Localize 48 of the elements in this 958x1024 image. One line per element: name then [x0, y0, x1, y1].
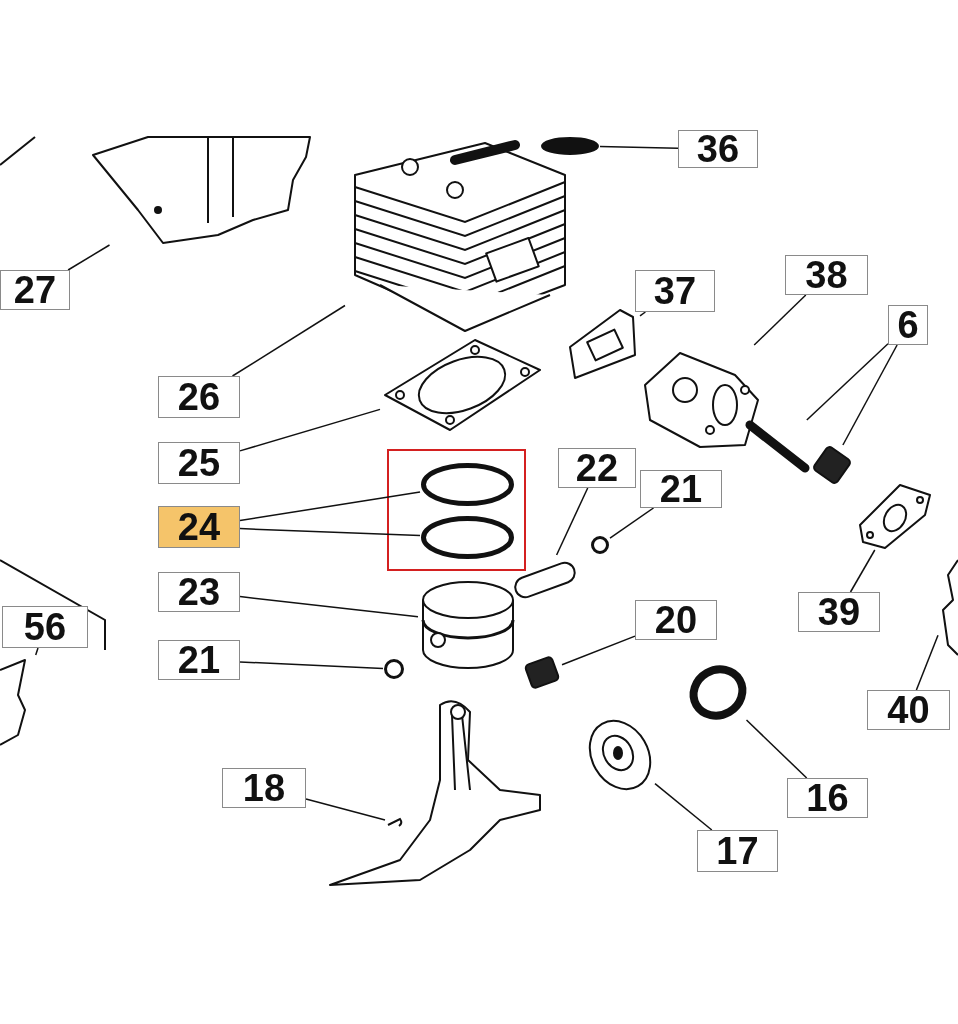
leader-line [806, 343, 889, 421]
leader-line [239, 661, 384, 670]
leader-line [849, 549, 876, 593]
circlip-drawing [383, 658, 405, 680]
callout-number: 39 [798, 592, 880, 632]
leader-line [239, 527, 421, 537]
callout-number: 17 [697, 830, 778, 872]
leader-line [67, 244, 111, 271]
callout-number: 36 [678, 130, 758, 168]
callout-number: 21 [158, 640, 240, 680]
circlip-drawing [590, 535, 610, 555]
callout-number: 23 [158, 572, 240, 612]
part-drawing [540, 136, 600, 156]
piston-ring-drawing [420, 462, 515, 507]
callout-number: 22 [558, 448, 636, 488]
callout-number: 37 [635, 270, 715, 312]
piston-ring-drawing [420, 515, 515, 560]
leader-line [239, 595, 419, 618]
oil-seal-drawing [688, 665, 748, 720]
callout-number: 6 [888, 305, 928, 345]
leader-line [561, 635, 636, 666]
callout-number: 25 [158, 442, 240, 484]
leader-line [231, 304, 346, 377]
callout-number: 26 [158, 376, 240, 418]
leader-line [599, 145, 679, 149]
callout-number: 40 [867, 690, 950, 730]
callout-number: 24 [158, 506, 240, 548]
callout-number: 38 [785, 255, 868, 295]
callout-number: 21 [640, 470, 722, 508]
callout-number: 27 [0, 270, 70, 310]
screw-drawing [745, 420, 810, 475]
leader-line [654, 782, 713, 831]
leader-line [639, 311, 647, 317]
leader-line [915, 634, 939, 691]
leader-line [305, 798, 386, 821]
key-drawing [385, 815, 405, 830]
leader-line [34, 647, 39, 656]
callout-number: 18 [222, 768, 306, 808]
leader-line [745, 719, 808, 779]
callout-number: 16 [787, 778, 868, 818]
callout-number: 20 [635, 600, 717, 640]
leader-line [609, 507, 655, 539]
callout-number: 56 [2, 606, 88, 648]
leader-line [555, 487, 589, 556]
leader-line [753, 294, 807, 346]
leader-line [842, 344, 898, 446]
leader-line [239, 408, 381, 452]
leader-line [239, 491, 421, 522]
